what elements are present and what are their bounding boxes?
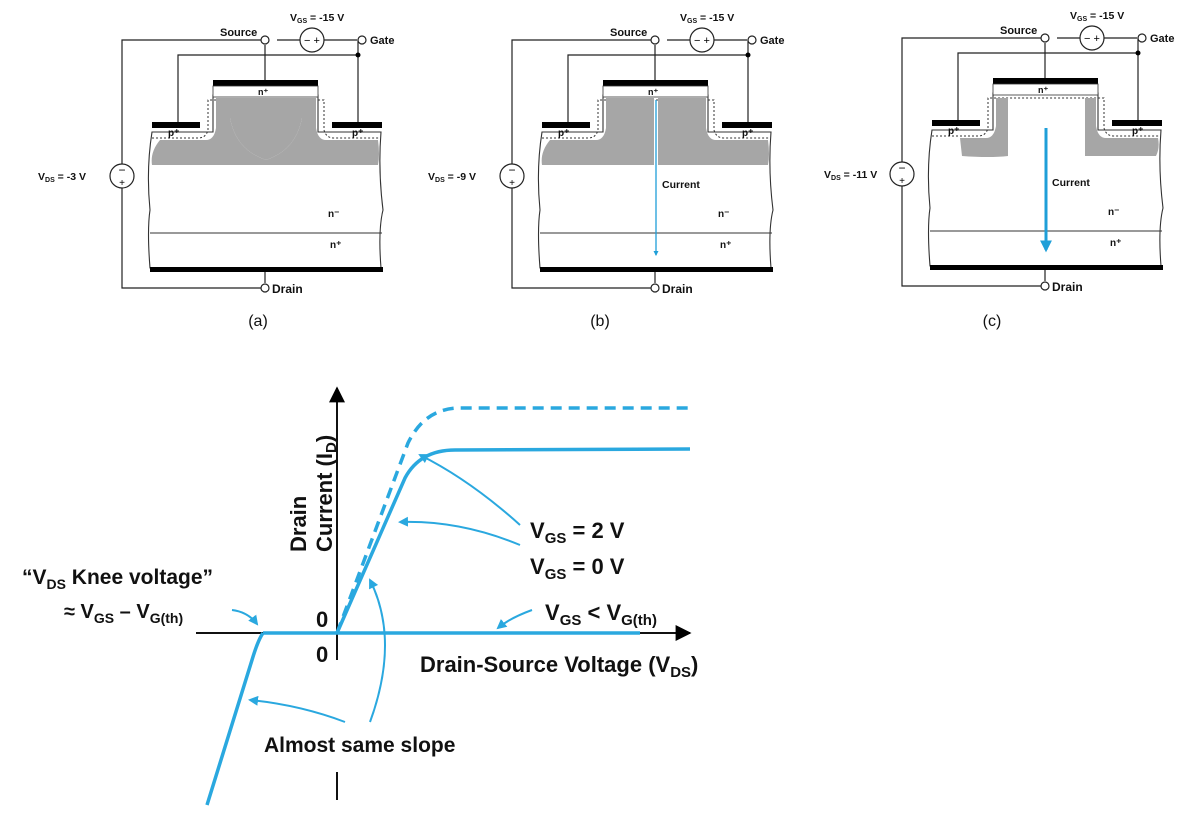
device-c-labels: Source Gate Drain VGS = -15 V VDS = -11 … — [824, 10, 1174, 330]
gate-label: Gate — [370, 35, 394, 47]
vgs-label: VGS = -15 V — [680, 12, 734, 25]
gate-label: Gate — [1150, 33, 1174, 45]
p-plus-left: p⁺ — [168, 128, 179, 139]
source-label: Source — [220, 27, 257, 39]
curve-dashed — [335, 406, 690, 634]
curve-reverse — [205, 631, 265, 806]
depletion-region-c — [960, 98, 1008, 157]
device-b-labels: Source Gate Drain VGS = -15 V VDS = -9 V… — [428, 12, 784, 330]
pointer-slope-left — [248, 695, 346, 723]
pointer-off — [496, 609, 533, 630]
n-plus-bottom: n⁺ — [1110, 238, 1121, 249]
x-axis-label: Drain-Source Voltage (VDS) — [420, 652, 698, 681]
knee-label-line1: “VDS Knee voltage” — [22, 566, 213, 592]
device-a — [109, 27, 384, 293]
pointer-vgs2 — [418, 454, 521, 526]
n-plus-bottom: n⁺ — [720, 240, 731, 251]
p-plus-left: p⁺ — [948, 126, 959, 137]
source-label: Source — [610, 27, 647, 39]
iv-plot: Drain Current (ID) Drain-Source Voltage … — [22, 386, 698, 806]
y-axis-label-line1: Drain — [286, 496, 311, 552]
origin-lower: 0 — [316, 642, 328, 667]
n-plus-top: n⁺ — [1038, 85, 1048, 95]
device-b — [499, 27, 774, 293]
current-label: Current — [662, 179, 700, 191]
caption-b: (b) — [590, 313, 610, 330]
n-minus: n⁻ — [718, 209, 729, 220]
n-plus-top: n⁺ — [258, 87, 268, 97]
n-minus: n⁻ — [1108, 207, 1119, 218]
drain-label: Drain — [1052, 280, 1083, 294]
origin-upper: 0 — [316, 607, 328, 632]
source-label: Source — [1000, 25, 1037, 37]
p-plus-right: p⁺ — [742, 128, 753, 139]
vgs-2v-label: VGS = 2 V — [530, 518, 625, 547]
depletion-region-a — [151, 98, 379, 165]
vds-label: VDS = -3 V — [38, 171, 86, 184]
p-plus-right: p⁺ — [1132, 126, 1143, 137]
n-plus-bottom: n⁺ — [330, 240, 341, 251]
current-label: Current — [1052, 177, 1090, 189]
caption-a: (a) — [248, 313, 268, 330]
pointer-slope-right — [369, 578, 386, 723]
pointer-vgs0 — [398, 516, 521, 546]
y-axis-label-line2: Current (ID) — [312, 435, 340, 552]
curve-vgs2 — [335, 447, 691, 634]
drain-label: Drain — [272, 282, 303, 296]
vgs-label: VGS = -15 V — [1070, 10, 1124, 23]
pointer-knee — [231, 609, 259, 626]
vgs-label: VGS = -15 V — [290, 12, 344, 25]
device-c — [889, 25, 1164, 291]
n-plus-top: n⁺ — [648, 87, 658, 97]
device-a-labels: Source Gate Drain VGS = -15 V VDS = -3 V… — [38, 12, 394, 330]
vgs-0v-label: VGS = 0 V — [530, 554, 625, 583]
drain-label: Drain — [662, 282, 693, 296]
n-minus: n⁻ — [328, 209, 339, 220]
slope-note: Almost same slope — [264, 734, 455, 757]
gate-label: Gate — [760, 35, 784, 47]
knee-label-line2: ≈ VGS – VG(th) — [64, 601, 183, 626]
vgs-below-threshold-label: VGS < VG(th) — [545, 600, 657, 629]
p-plus-right: p⁺ — [352, 128, 363, 139]
p-plus-left: p⁺ — [558, 128, 569, 139]
caption-c: (c) — [983, 313, 1002, 330]
vds-label: VDS = -11 V — [824, 169, 877, 182]
depletion-region-b — [541, 98, 654, 165]
vds-label: VDS = -9 V — [428, 171, 476, 184]
